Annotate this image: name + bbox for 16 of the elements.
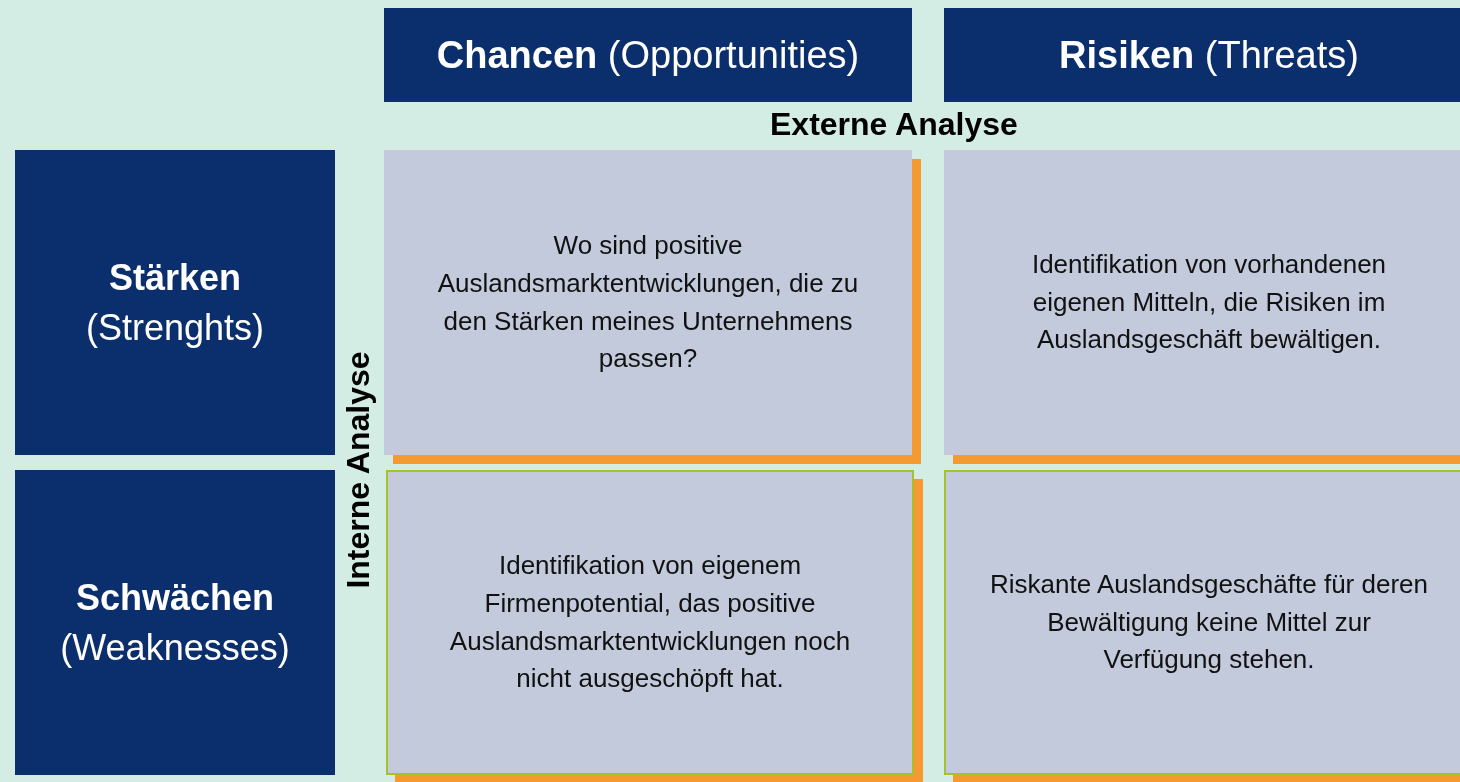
row-subtitle: (Weaknesses) bbox=[60, 626, 290, 669]
cell-text: Identifikation von eigenem Firmenpotential, das positive Auslandsmarktentwicklungen noch nicht ausgeschöpft hat. bbox=[448, 549, 852, 696]
row-title: Stärken bbox=[108, 256, 242, 299]
axis-label: Externe Analyse bbox=[770, 106, 1018, 143]
header-box bbox=[944, 8, 1460, 102]
header-box bbox=[384, 8, 912, 102]
row-header-box bbox=[15, 150, 335, 455]
cell-text: Identifikation von vorhandenen eigenen Mitteln, die Risiken im Auslandsgeschäft bewältigen. bbox=[1030, 247, 1388, 357]
row-subtitle: (Strenghts) bbox=[85, 306, 265, 349]
row-title: Schwächen bbox=[75, 576, 275, 619]
column-title: Risiken (Threats) bbox=[1059, 33, 1359, 77]
axis-label: Interne Analyse bbox=[339, 351, 377, 589]
row-header-box bbox=[15, 470, 335, 775]
cell-text: Riskante Auslandsgeschäfte für deren Bewältigung keine Mittel zur Verfügung stehen. bbox=[989, 567, 1429, 677]
column-title: Chancen (Opportunities) bbox=[436, 33, 860, 77]
cell-text: Wo sind positive Auslandsmarktentwicklungen, die zu den Stärken meines Unternehmens passen? bbox=[436, 229, 860, 376]
